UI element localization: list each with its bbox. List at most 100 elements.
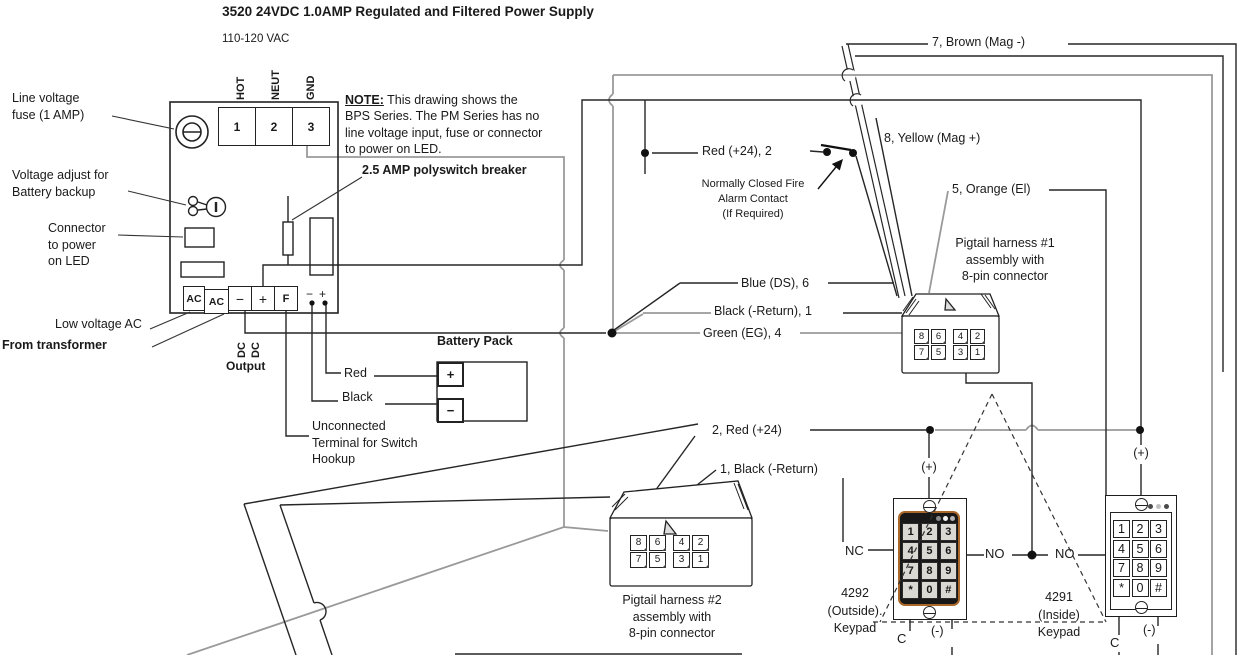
keypad-inside-type: Keypad	[1037, 625, 1081, 639]
connector-key-mark	[944, 297, 957, 311]
connector-pin: 8	[914, 329, 929, 344]
keypad-outside-minus-label: (-)	[931, 624, 944, 638]
battery-plus-terminal: +	[437, 362, 464, 387]
contact-nc-label: NC	[845, 543, 864, 558]
keypad-inside-location: (Inside)	[1038, 607, 1080, 622]
battery-minus-terminal: −	[437, 398, 464, 423]
terminal-label-hot: HOT	[235, 76, 247, 100]
led-rect	[180, 261, 225, 278]
screw-icon	[923, 500, 936, 513]
keypad-key: 4	[902, 542, 920, 561]
terminal-1: 1	[218, 107, 256, 146]
keypad-key: 4	[1113, 539, 1130, 558]
terminal-ac1: AC	[183, 286, 205, 311]
keypad-key: 0	[920, 581, 939, 599]
screw-icon	[1135, 601, 1148, 614]
terminal-f: F	[274, 286, 298, 311]
wire-label-black-return1: Black (-Return), 1	[714, 304, 812, 318]
keypad-outside-label: 4292 (Outside). Keypad	[812, 585, 898, 638]
wire-label-brown7: 7, Brown (Mag -)	[932, 35, 1026, 49]
connector-pin: 1	[970, 345, 985, 360]
terminal-2: 2	[255, 107, 293, 146]
keypad-inside-label: 4291 (Inside) Keypad	[1016, 589, 1102, 642]
connector-pin: 8	[630, 535, 647, 551]
note-head: NOTE:	[345, 92, 384, 107]
screw-icon	[1135, 498, 1148, 511]
breaker-label: 2.5 AMP polyswitch breaker	[362, 163, 527, 177]
wire-label-red24-2: Red (+24), 2	[702, 144, 772, 158]
indicator-dot	[943, 516, 948, 521]
indicator-dot	[950, 516, 955, 521]
led-power-connector	[184, 227, 215, 248]
keypad-outside-type: Keypad	[833, 621, 877, 635]
indicator-dot	[936, 516, 941, 521]
led-connector-label: Connector to power on LED	[48, 221, 106, 268]
leader-lines	[111, 115, 363, 348]
connector-pin: 3	[673, 552, 690, 568]
harness1-label: Pigtail harness #1 assembly with 8-pin c…	[955, 236, 1055, 283]
wire-label-red24-bottom: 2, Red (+24)	[712, 423, 782, 437]
dc-output-dc1: DC	[236, 342, 248, 358]
connector-pin: 4	[953, 329, 968, 344]
keypad-key: 8	[920, 561, 939, 580]
wire-label-orange5: 5, Orange (El)	[952, 182, 1031, 196]
keypad-key: 8	[1131, 559, 1149, 578]
aux-terminal-minus: −	[306, 287, 314, 301]
contact-no-right-label: NO	[1055, 546, 1075, 561]
cable-hops	[841, 68, 862, 107]
keypad-key: 7	[902, 561, 920, 580]
keypad-outside-model: 4292	[841, 586, 869, 600]
keypad-inside-plus-label: (+)	[1133, 446, 1149, 460]
contact-no-left-label: NO	[985, 546, 1005, 561]
voltage-adjust-label: Voltage adjust for Battery backup	[12, 168, 109, 199]
black-lead-label: Black	[342, 390, 373, 404]
connector-pin: 5	[649, 552, 666, 568]
cable-hop-mask	[844, 69, 856, 81]
terminal-ac2: AC	[204, 289, 229, 314]
note-block: NOTE: This drawing shows the BPS Series.…	[345, 75, 585, 158]
connector-pin: 7	[914, 345, 929, 360]
fire-contact-label: Normally Closed Fire Alarm Contact (If R…	[701, 178, 805, 220]
keypad-key: 2	[1131, 520, 1149, 539]
connector-pin: 3	[953, 345, 968, 360]
board-component	[309, 217, 334, 276]
keypad-inside-common-label: C	[1110, 635, 1120, 650]
wire-label-yellow8: 8, Yellow (Mag +)	[884, 131, 981, 145]
keypad-key: 3	[939, 523, 957, 541]
input-voltage-label: 110-120 VAC	[222, 33, 290, 45]
connector-key-mark	[663, 519, 678, 535]
battery-pack-label: Battery Pack	[437, 334, 513, 348]
wire-label-blue6: Blue (DS), 6	[741, 276, 810, 290]
wire-label-black-return-bottom: 1, Black (-Return)	[720, 462, 818, 476]
connector-pin: 6	[649, 535, 666, 551]
diagram-title: 3520 24VDC 1.0AMP Regulated and Filtered…	[222, 4, 594, 19]
dc-output-label: Output	[226, 359, 266, 373]
keypad-outside-location: (Outside).	[827, 603, 883, 618]
terminal-3: 3	[292, 107, 330, 146]
gray-wires	[186, 74, 1213, 655]
wire-label-green4: Green (EG), 4	[703, 326, 782, 340]
connector-pin: 4	[673, 535, 690, 551]
keypad-key: 7	[1113, 559, 1130, 578]
aux-terminal-plus: +	[319, 287, 327, 301]
keypad-key: 3	[1150, 520, 1167, 539]
low-voltage-label: Low voltage AC	[55, 317, 142, 331]
connector-pin: 7	[630, 552, 647, 568]
keypad-key: 9	[939, 561, 957, 580]
keypad-outside-plus-label: (+)	[921, 460, 937, 474]
keypad-key: *	[1113, 578, 1130, 597]
indicator-dot	[1164, 504, 1169, 509]
fuse-icon	[175, 115, 209, 149]
keypad-key: 9	[1150, 559, 1167, 578]
harness2-label: Pigtail harness #2 assembly with 8-pin c…	[622, 593, 722, 640]
terminal-label-gnd: GND	[305, 75, 317, 100]
red-lead-label: Red	[344, 366, 367, 380]
